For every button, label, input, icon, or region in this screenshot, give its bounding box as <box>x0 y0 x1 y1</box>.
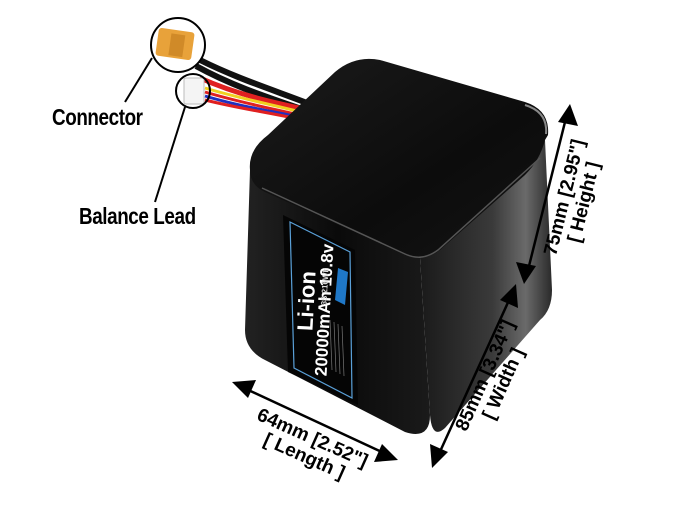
connector-callout-line <box>124 57 153 103</box>
height-arrow <box>516 104 578 284</box>
brand-logo-icon <box>335 268 348 305</box>
xt-connector <box>155 28 195 60</box>
balance-connector <box>183 77 205 105</box>
balance-callout-circle <box>175 73 211 109</box>
battery-label <box>283 215 358 405</box>
connector-label: Connector <box>52 104 143 130</box>
connector-callout-circle <box>150 17 206 73</box>
balance-callout-line <box>154 106 186 203</box>
length-arrow <box>232 380 398 462</box>
width-arrow <box>430 284 518 468</box>
balance-lead-label: Balance Lead <box>79 203 196 229</box>
